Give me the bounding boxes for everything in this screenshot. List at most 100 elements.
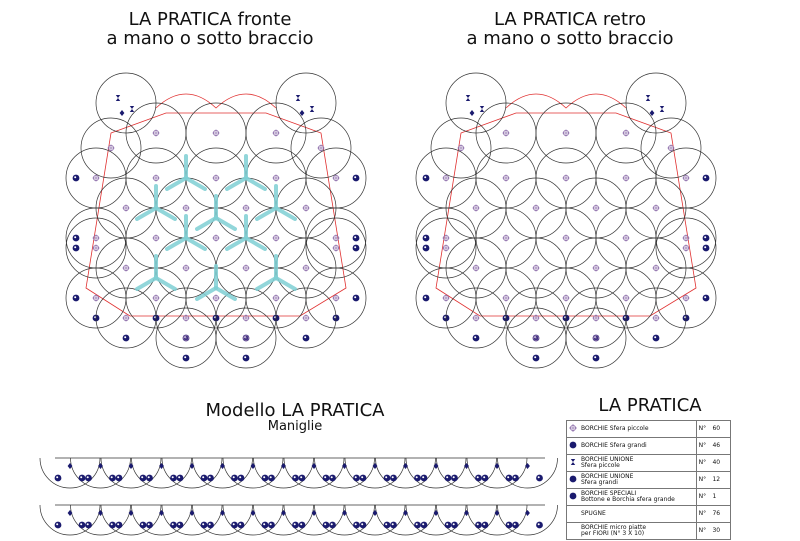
handle-arc <box>405 457 467 489</box>
large-stud-icon <box>78 521 86 529</box>
small-stud-icon <box>622 174 630 182</box>
large-stud-icon <box>176 521 184 529</box>
legend-label-line1: BORCHIE Sfera grandi <box>581 442 647 449</box>
panel-top-edge <box>155 93 277 109</box>
large-stud-icon <box>170 474 177 482</box>
large-stud-icon <box>592 354 600 362</box>
small-stud-icon <box>182 314 190 322</box>
small-stud-icon <box>682 174 690 182</box>
flower-shape <box>165 154 207 191</box>
large-stud-icon <box>390 474 397 482</box>
small-stud-icon <box>317 144 325 152</box>
round-stud-icon <box>433 463 439 469</box>
small-stud-icon <box>532 204 540 212</box>
large-stud-icon <box>383 474 391 482</box>
legend-icon-cell <box>566 420 579 438</box>
model-title-text: Modello LA PRATICA <box>205 400 385 421</box>
large-stud-icon <box>78 474 86 482</box>
large-stud-icon <box>170 521 177 529</box>
panel-outline <box>435 112 697 317</box>
round-stud-icon <box>494 463 500 469</box>
back-title-line1: LA PRATICA retro <box>493 9 647 30</box>
flower-shape <box>195 194 237 231</box>
small-stud-icon <box>302 204 310 212</box>
legend-icon-cell <box>566 522 579 540</box>
flower-shape <box>195 264 237 301</box>
round-stud-icon <box>159 463 164 469</box>
union-stud-icon <box>465 95 471 101</box>
small-stud-icon <box>302 314 310 322</box>
sponge-circle <box>655 217 717 279</box>
flower-shape <box>255 184 297 221</box>
round-stud-icon <box>342 510 347 516</box>
small-stud-icon <box>152 129 160 137</box>
large-stud-icon <box>207 521 214 529</box>
small-stud-icon <box>532 264 540 272</box>
legend-number-sign: N° <box>695 437 711 455</box>
small-stud-icon <box>502 234 510 242</box>
legend-icon-cell <box>566 471 579 489</box>
small-stud-icon <box>667 144 675 152</box>
large-stud-icon <box>444 474 452 482</box>
round-stud-icon <box>464 463 469 469</box>
small-stud-icon <box>472 264 480 272</box>
large-stud-icon <box>451 474 458 482</box>
small-stud-icon <box>592 264 600 272</box>
small-stud-icon <box>332 244 340 252</box>
large-stud-icon <box>146 474 153 482</box>
large-stud-icon <box>231 521 238 529</box>
small-stud-icon <box>502 294 510 302</box>
large-stud-icon <box>72 234 80 242</box>
handle-arc <box>131 504 192 536</box>
small-stud-icon <box>152 174 160 182</box>
sponge-circle <box>245 102 307 164</box>
handle-arc <box>344 457 406 489</box>
handle-arc <box>70 457 131 489</box>
large-stud-icon <box>242 354 250 362</box>
legend-number-sign: N° <box>695 454 711 472</box>
large-stud-icon <box>444 521 452 529</box>
legend-count: 12 <box>710 471 732 489</box>
union-stud-icon <box>309 106 315 112</box>
large-stud-icon <box>329 521 336 529</box>
flower-shape <box>135 184 177 221</box>
small-stud-icon <box>92 294 100 302</box>
large-stud-icon <box>139 474 147 482</box>
small-stud-icon <box>122 264 130 272</box>
large-stud-icon <box>72 174 80 182</box>
small-stud-icon <box>652 314 660 322</box>
large-stud-icon <box>420 474 428 482</box>
round-stud-icon <box>189 510 195 516</box>
sponge-circle <box>625 287 687 349</box>
union-stud-icon <box>129 106 135 112</box>
round-stud-icon <box>250 510 256 516</box>
model-title: Modello LA PRATICA Maniglie <box>150 400 440 434</box>
legend-label-line1: BORCHIE UNIONE <box>581 456 634 463</box>
front-title-line2: a mano o sotto braccio <box>106 28 314 49</box>
large-stud-icon <box>536 521 543 529</box>
small-stud-icon <box>272 129 280 137</box>
small-stud-icon <box>242 204 250 212</box>
large-stud-icon <box>472 334 480 342</box>
round-stud-icon <box>159 510 164 516</box>
small-stud-icon <box>212 234 220 242</box>
legend-count: 40 <box>710 454 732 472</box>
round-stud-icon <box>311 510 317 516</box>
large-stud-icon <box>390 521 397 529</box>
round-stud-icon <box>128 510 134 516</box>
round-stud-icon <box>67 463 73 469</box>
handle-arc <box>375 504 436 536</box>
large-stud-icon <box>115 521 123 529</box>
legend-label-line2: Sfera piccole <box>581 462 620 469</box>
sponge-circle <box>655 267 717 329</box>
round-stud-icon <box>128 463 134 469</box>
large-stud-icon <box>268 521 275 529</box>
handle-arc <box>192 504 253 536</box>
legend-count: 46 <box>710 437 732 455</box>
large-stud-icon <box>302 334 310 342</box>
large-stud-icon <box>352 294 360 302</box>
round-stud-icon <box>98 510 103 516</box>
